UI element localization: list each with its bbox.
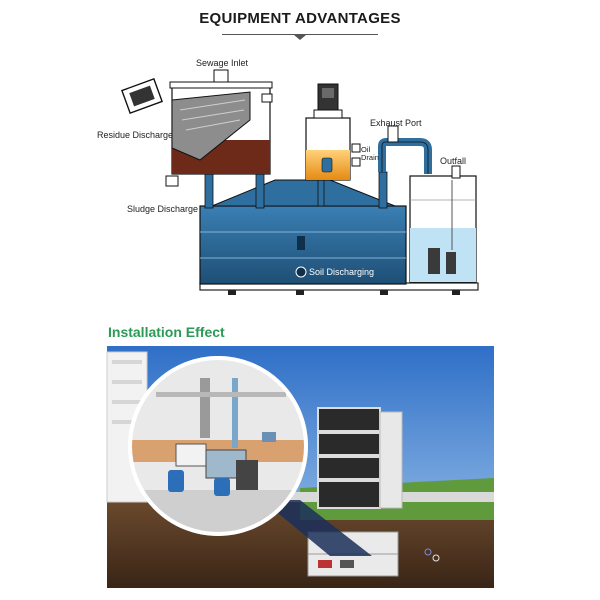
outfall-pipe: [451, 165, 461, 179]
support-pipe: [255, 171, 265, 209]
base-foot: [296, 290, 304, 295]
title-divider-caret: [294, 35, 306, 40]
title-divider: [222, 34, 378, 35]
heater: [321, 157, 333, 173]
base-foot: [380, 290, 388, 295]
sewage-inlet-pipe: [213, 69, 229, 83]
car: [318, 560, 332, 568]
support-pipe: [204, 171, 214, 209]
label-residue-discharge: Residue Discharge: [97, 130, 174, 140]
label-soil-discharging: Soil Discharging: [309, 267, 375, 277]
soil-valve: [295, 266, 307, 278]
base-foot: [452, 290, 460, 295]
support-pipe: [317, 177, 325, 207]
label-outfall: Outfall: [440, 156, 467, 166]
sludge-valve: [165, 175, 179, 187]
lift-pump: [446, 252, 456, 274]
label-oil-drain: Oil Drain: [361, 145, 379, 162]
installation-title: Installation Effect: [108, 324, 225, 340]
support-pipe: [378, 171, 388, 209]
label-sludge-discharge: Sludge Discharge: [127, 204, 199, 214]
outfall-water: [410, 228, 476, 282]
pavement: [107, 492, 494, 502]
tank-roof: [211, 179, 396, 207]
lift-pump: [428, 248, 440, 274]
zoom-beam: [262, 500, 372, 556]
label-exhaust-port: Exhaust Port: [370, 118, 422, 128]
page-title: EQUIPMENT ADVANTAGES: [199, 10, 401, 27]
screen-plate: [171, 91, 251, 161]
oil-drain-valve: [351, 143, 361, 153]
residue-motor: [121, 78, 163, 114]
exhaust-port: [387, 125, 399, 143]
label-sewage-inlet: Sewage Inlet: [196, 58, 249, 68]
car: [340, 560, 354, 568]
sight-glass: [297, 236, 305, 250]
base-foot: [228, 290, 236, 295]
